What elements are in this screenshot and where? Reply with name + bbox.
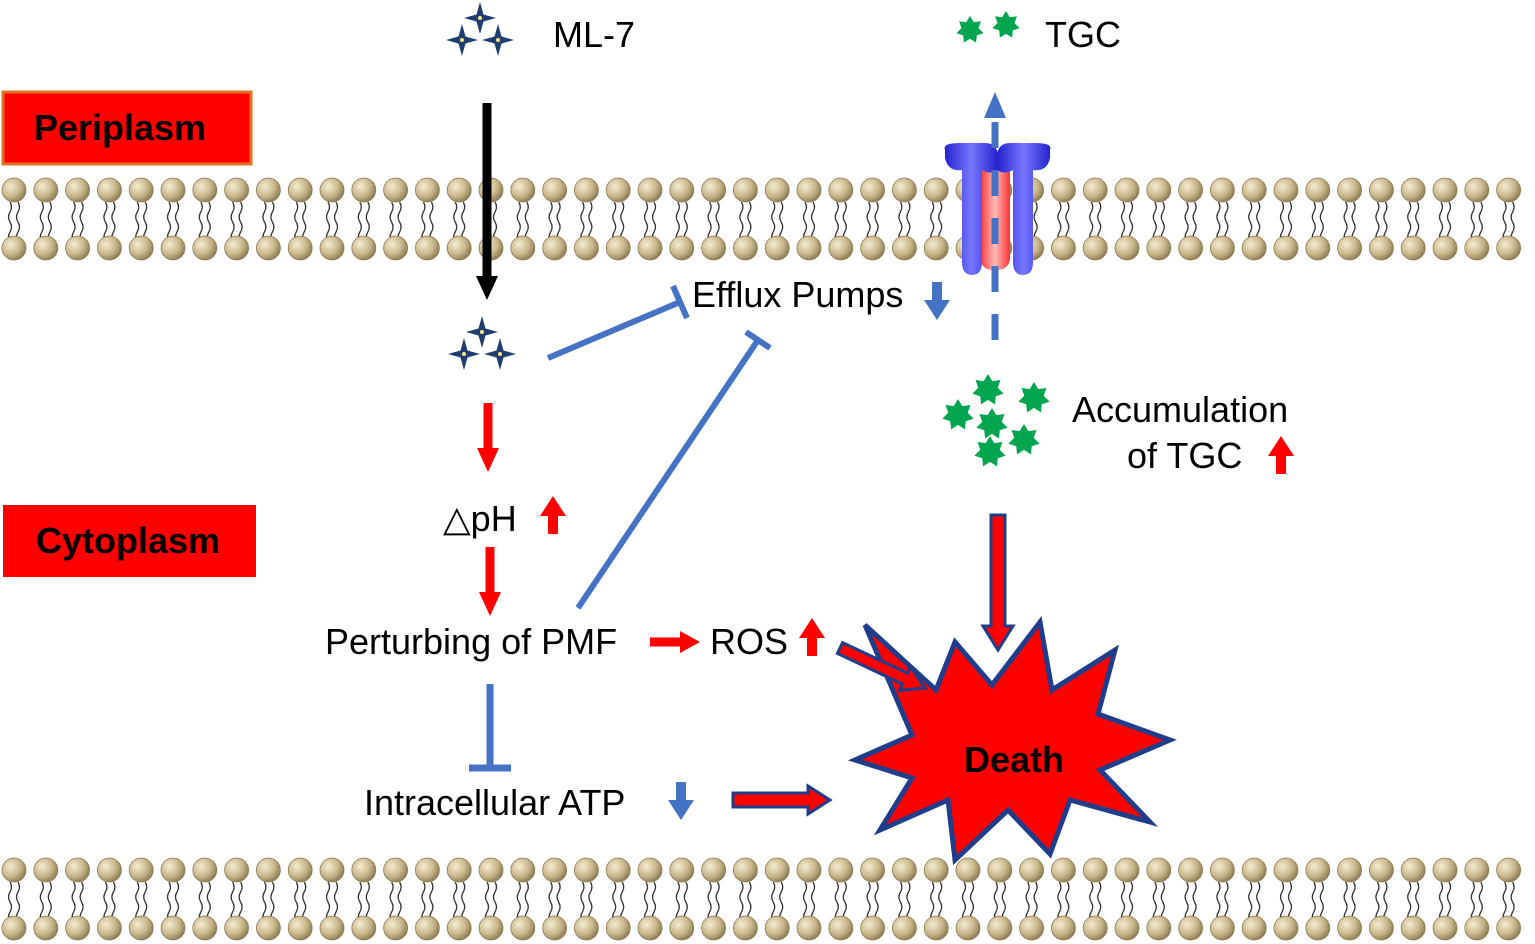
tgc-label: TGC [1045, 14, 1121, 55]
ml7-inhibits-efflux [546, 284, 690, 361]
atp-down-arrow-icon [668, 782, 694, 820]
accumulation-up-arrow-icon [1268, 436, 1294, 474]
ros-up-arrow-icon [799, 618, 825, 656]
periplasm-label-box: Periplasm [1, 90, 253, 166]
atp-label: Intracellular ATP [364, 782, 625, 823]
efflux-pump-icon [944, 143, 1051, 275]
cytoplasm-label-box: Cytoplasm [3, 505, 256, 577]
tgc-icon-outside [956, 11, 1020, 43]
periplasm-label: Periplasm [34, 107, 206, 148]
delta-ph-up-arrow-icon [540, 496, 566, 534]
ml7-icon-outside [446, 2, 514, 56]
pmf-inhibits-atp [469, 684, 511, 772]
ros-label: ROS [710, 621, 788, 662]
delta-ph-label: △pH [443, 498, 517, 539]
ml7-label: ML-7 [553, 14, 635, 55]
arrow-ros-to-death [835, 640, 928, 693]
lower-membrane [1, 857, 1521, 941]
arrow-accumulation-to-death [980, 513, 1016, 653]
accumulation-label-line2: of TGC [1127, 435, 1242, 476]
pmf-inhibits-efflux [575, 329, 772, 610]
arrow-to-delta-ph-head [477, 448, 499, 472]
death-label: Death [964, 739, 1064, 780]
death-burst-icon [847, 615, 1177, 866]
arrow-atp-to-death [731, 783, 833, 817]
upper-membrane [1, 177, 1521, 261]
cytoplasm-label: Cytoplasm [36, 520, 220, 561]
accumulation-label-line1: Accumulation [1072, 389, 1288, 430]
efflux-pumps-label: Efflux Pumps [692, 274, 903, 315]
efflux-arrowhead [984, 92, 1006, 118]
ml7-icon-inside [448, 316, 516, 370]
arrow-to-pmf-head [479, 592, 501, 616]
tgc-accumulation-icon [942, 374, 1050, 467]
ml7-entry-arrowhead [476, 276, 498, 300]
pmf-label: Perturbing of PMF [325, 621, 617, 662]
efflux-down-arrow-icon [924, 282, 950, 320]
arrow-pmf-to-ros-head [680, 631, 700, 653]
